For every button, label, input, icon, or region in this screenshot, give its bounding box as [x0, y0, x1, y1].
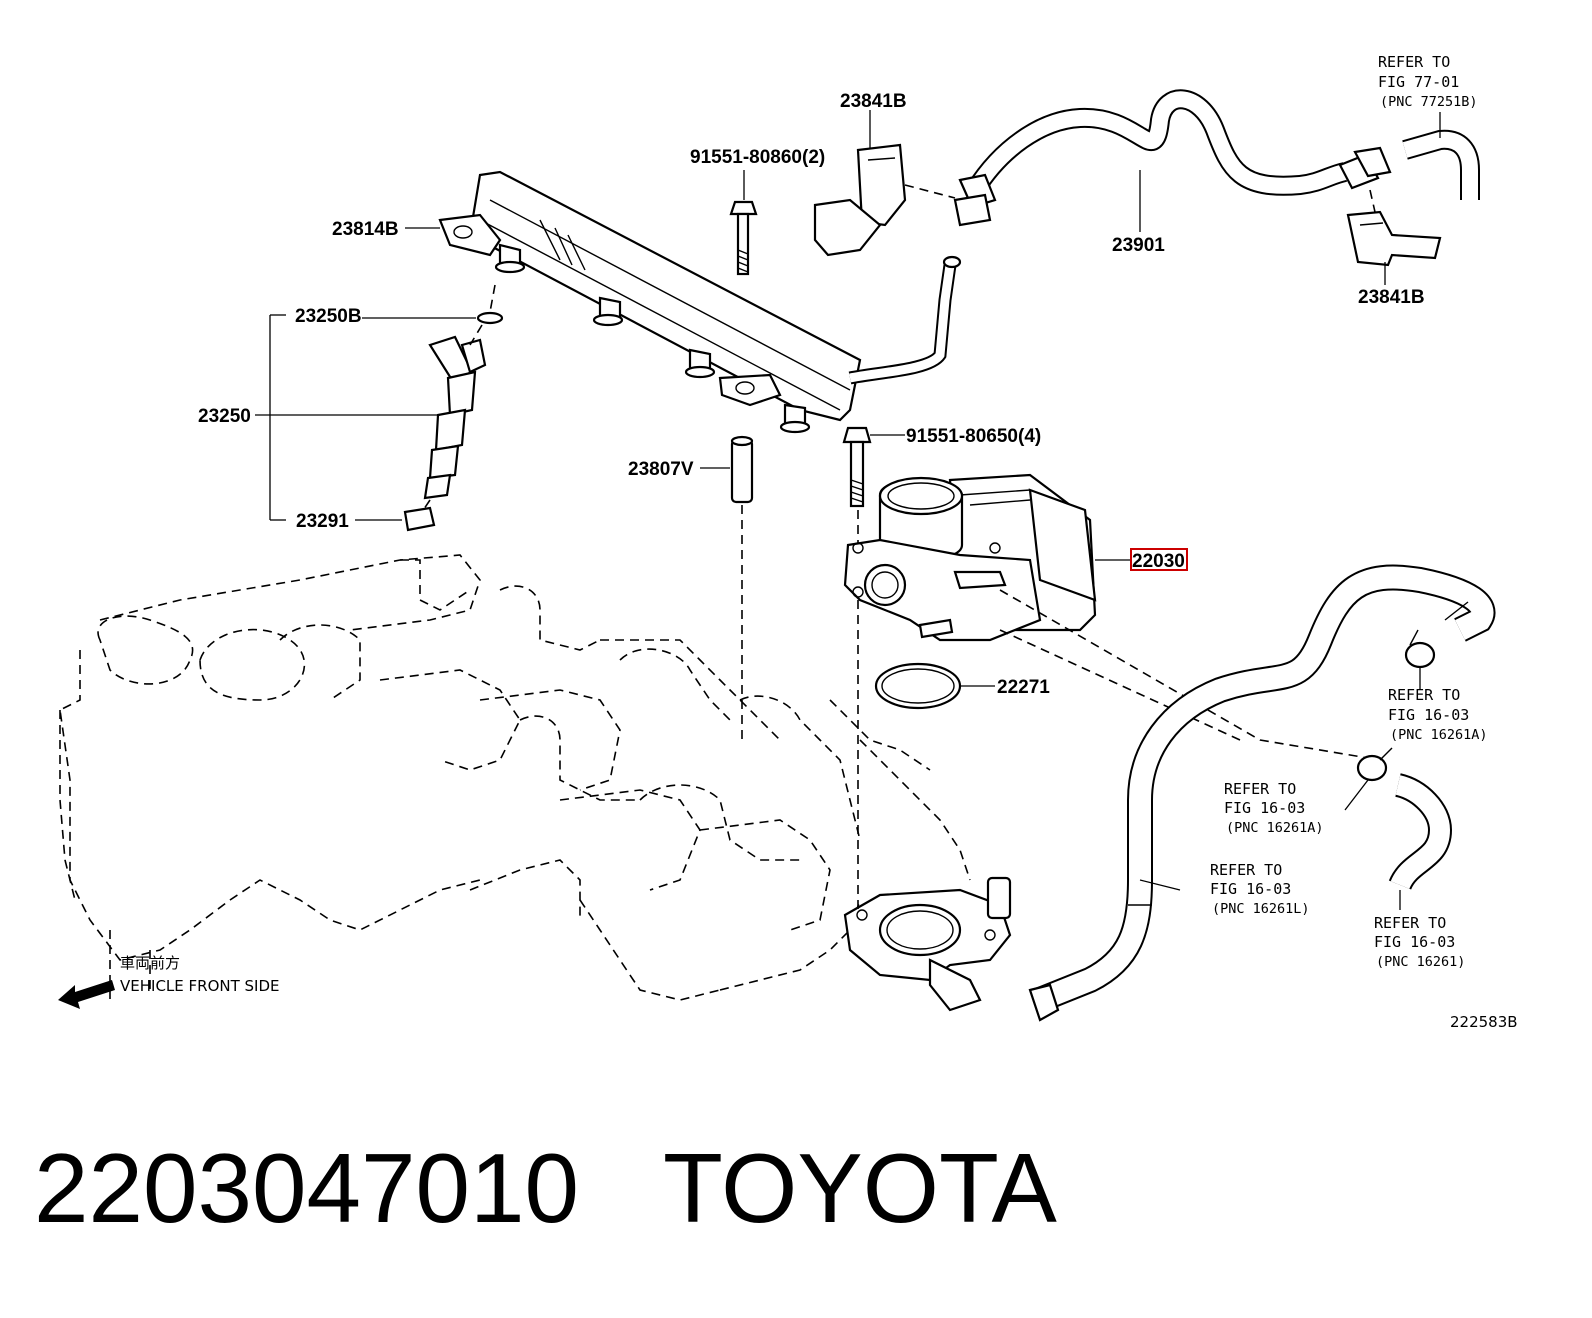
refer-77-title: REFER TO: [1378, 53, 1450, 71]
connector-clip-top: [813, 110, 956, 257]
rail-bolt: [729, 170, 758, 276]
label-fuel-hose: 23901: [1112, 235, 1165, 256]
coolant-hoses: [1028, 564, 1496, 1022]
arrow-left-icon: [58, 980, 115, 1009]
injector-bracket: [255, 227, 476, 521]
vehicle-front-en: VEHICLE FRONT SIDE: [120, 977, 280, 995]
gasket: [874, 662, 995, 710]
label-connector-clip-right: 23841B: [1358, 287, 1425, 308]
refer-77-fig: FIG 77-01: [1378, 73, 1459, 91]
intake-flange: [843, 876, 1012, 1012]
label-insulator: 23291: [296, 511, 349, 532]
throttle-body: [843, 473, 1381, 761]
refer-16l-pnc: (PNC 16261L): [1212, 901, 1310, 917]
engine-outline: [59, 554, 971, 1001]
label-spacer: 23807V: [628, 459, 694, 480]
label-throttle-body[interactable]: 22030: [1132, 551, 1185, 572]
label-injector-oring: 23250B: [295, 306, 362, 327]
throttle-bolt: [842, 426, 905, 910]
refer-77-pnc: (PNC 77251B): [1380, 94, 1478, 110]
label-rail-bolt: 91551-80860(2): [690, 147, 825, 168]
refer-16a-2-pnc: (PNC 16261A): [1226, 820, 1324, 836]
label-fuel-rail: 23814B: [332, 219, 399, 240]
refer-16l-fig: FIG 16-03: [1210, 880, 1291, 898]
spacer: [700, 435, 754, 740]
brand-name: TOYOTA: [663, 1133, 1057, 1243]
refer-16a-1-pnc: (PNC 16261A): [1390, 727, 1488, 743]
label-gasket: 22271: [997, 677, 1050, 698]
injector: [403, 284, 504, 532]
connector-clip-right: [1346, 189, 1442, 285]
vehicle-front-jp: 車両前方: [120, 954, 180, 972]
refer-16a-2-fig: FIG 16-03: [1224, 799, 1305, 817]
fuel-hose: [953, 89, 1480, 232]
label-connector-clip-top: 23841B: [840, 91, 907, 112]
refer-16a-1-title: REFER TO: [1388, 686, 1460, 704]
label-injector: 23250: [198, 406, 251, 427]
refer-16-pnc: (PNC 16261): [1376, 954, 1465, 970]
label-throttle-bolt: 91551-80650(4): [906, 426, 1041, 447]
refer-16a-2-title: REFER TO: [1224, 780, 1296, 798]
fuel-rail: [438, 170, 962, 434]
refer-16-fig: FIG 16-03: [1374, 933, 1455, 951]
highlight-box: [1130, 548, 1188, 571]
diagram-id: 222583B: [1450, 1013, 1518, 1031]
refer-16a-1-fig: FIG 16-03: [1388, 706, 1469, 724]
refer-16l-title: REFER TO: [1210, 861, 1282, 879]
part-number: 2203047010: [34, 1133, 580, 1243]
refer-16-title: REFER TO: [1374, 914, 1446, 932]
